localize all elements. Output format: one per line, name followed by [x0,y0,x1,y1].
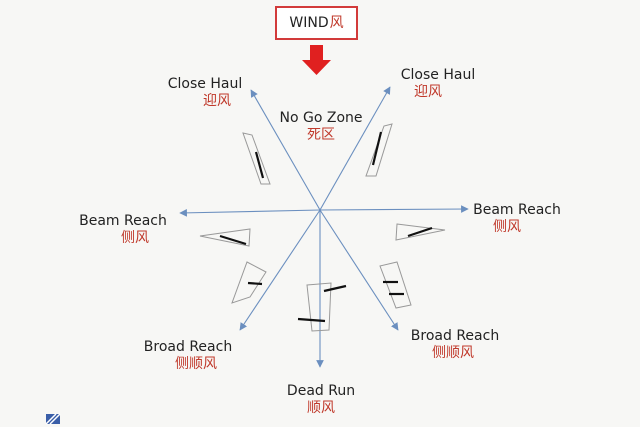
boat-broad-reach-left [231,261,267,304]
dead-run-label: Dead Run 顺风 [287,383,355,417]
wind-label-zh: 风 [329,14,344,31]
wind-arrow-icon [302,45,331,75]
beam-reach-left-label: Beam Reach 侧风 [79,213,167,247]
close-haul-right-zh: 迎风 [414,84,442,100]
broad-reach-right-label: Broad Reach 侧顺风 [411,328,499,362]
no-go-zone-en: No Go Zone [279,110,363,126]
close-haul-left-zh: 迎风 [203,93,231,109]
boat-beam-reach-right [395,223,446,241]
no-go-zone-zh: 死区 [307,127,335,143]
close-haul-left-en: Close Haul [167,76,243,92]
beam-reach-right-zh: 侧风 [493,219,521,235]
dead-run-en: Dead Run [286,383,356,399]
beam-reach-left-line [179,209,321,217]
broad-reach-right-zh: 侧顺风 [432,345,474,361]
broad-reach-right-en: Broad Reach [410,328,500,344]
close-haul-left-label: Close Haul 迎风 [168,76,242,110]
broad-reach-left-line [239,209,321,331]
logo-icon [45,413,61,425]
close-haul-left-line [250,89,321,211]
boat-broad-reach-right [379,261,412,309]
dead-run-zh: 顺风 [307,400,335,416]
beam-reach-right-label: Beam Reach 侧风 [473,202,561,236]
beam-reach-left-zh: 侧风 [121,230,149,246]
beam-reach-left-en: Beam Reach [79,213,167,229]
beam-reach-right-line [319,205,469,213]
broad-reach-left-en: Broad Reach [143,339,233,355]
broad-reach-right-line [319,209,399,331]
close-haul-right-en: Close Haul [400,67,476,83]
boat-beam-reach-left [199,228,251,247]
boat-dead-run [297,282,347,332]
boat-close-haul-left [242,132,271,185]
beam-reach-right-en: Beam Reach [473,202,561,218]
wind-label-en: WIND [289,14,329,31]
broad-reach-left-zh: 侧顺风 [175,356,217,372]
close-haul-right-line [319,86,391,211]
no-go-zone-label: No Go Zone 死区 [280,110,363,144]
broad-reach-left-label: Broad Reach 侧顺风 [144,339,232,373]
boat-close-haul-right [365,123,393,177]
close-haul-right-label: Close Haul 迎风 [401,67,475,101]
